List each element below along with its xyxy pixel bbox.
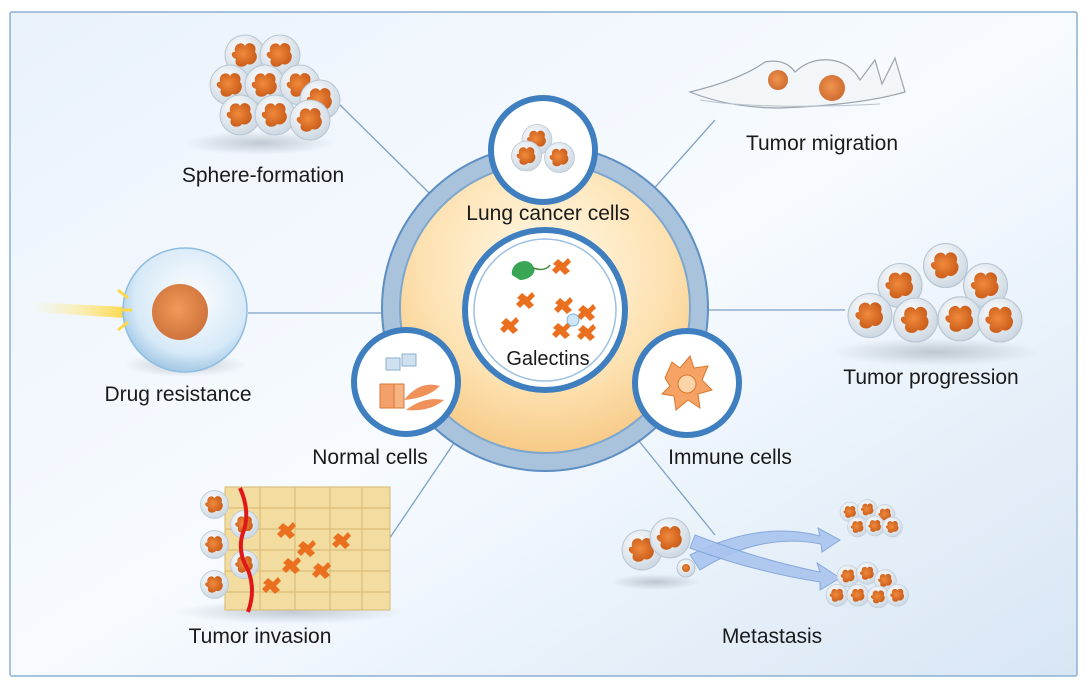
lung-cancer-cells-node (488, 95, 598, 205)
tumor-invasion-illustration (175, 486, 405, 624)
drug-resistance-illustration (30, 247, 248, 377)
label-tumor-migration: Tumor migration (745, 132, 899, 155)
sphere-formation-illustration (185, 34, 341, 155)
normal-cell-icon (379, 353, 444, 411)
label-immune-cells: Immune cells (668, 446, 792, 469)
label-sphere-formation: Sphere-formation (181, 164, 345, 187)
label-metastasis: Metastasis (721, 625, 823, 648)
tumor-migration-illustration (688, 56, 906, 109)
galectin-molecules-icon (500, 258, 596, 341)
label-tumor-progression: Tumor progression (843, 366, 1019, 389)
label-normal-cells: Normal cells (312, 446, 428, 469)
immune-cells-node (632, 328, 742, 438)
label-galectins: Galectins (506, 348, 590, 370)
immune-cell-icon (660, 354, 713, 411)
galectins-node (462, 227, 628, 393)
normal-cells-node (351, 327, 461, 437)
tumor-progression-illustration (830, 242, 1040, 366)
label-tumor-invasion: Tumor invasion (188, 625, 332, 648)
label-drug-resistance: Drug resistance (104, 383, 252, 406)
label-lung-cancer-cells: Lung cancer cells (466, 202, 630, 225)
metastasis-illustration (610, 499, 909, 609)
